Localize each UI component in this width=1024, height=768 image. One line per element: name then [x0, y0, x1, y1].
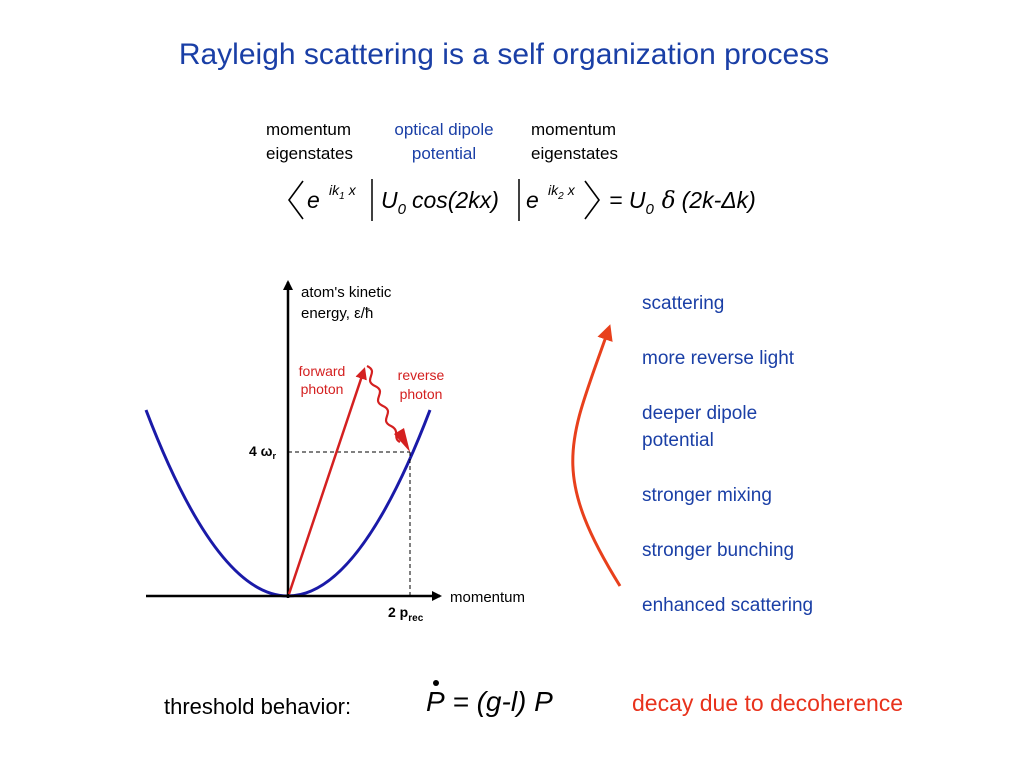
bra-label: momentum eigenstates	[266, 118, 353, 166]
operator-label-line1: optical dipole	[394, 120, 494, 139]
equation-rest: = (g-l) P	[444, 686, 553, 717]
decay-label: decay due to decoherence	[632, 690, 904, 716]
bra-exp-ik: ik	[329, 182, 340, 198]
operator-label: optical dipole potential	[380, 118, 508, 166]
momentum-tick-main: 2 p	[388, 604, 408, 620]
operator-u-sub: 0	[398, 201, 407, 218]
p-dot: P	[426, 680, 445, 717]
ket-label-line2: eigenstates	[531, 144, 618, 163]
operator-arg: 2	[454, 187, 468, 213]
slide-title: Rayleigh scattering is a self organizati…	[178, 38, 830, 71]
right-angle-bracket	[584, 180, 600, 220]
reverse-photon-label-line2: photon	[400, 386, 443, 402]
momentum-axis-label: momentum	[450, 589, 525, 606]
ket-label-line1: momentum	[531, 120, 617, 139]
rhs-sub: 0	[645, 201, 654, 218]
left-angle-bracket	[288, 180, 304, 220]
list-item-enhanced-scattering: enhanced scattering	[642, 595, 814, 616]
threshold-equation: P = (g-l) P	[426, 680, 553, 718]
list-spacer	[642, 372, 882, 400]
bra-label-line2: eigenstates	[266, 144, 353, 163]
list-spacer	[642, 564, 882, 592]
rhs-delta: δ	[662, 188, 676, 214]
energy-axis-label-line1: atom's kinetic	[301, 284, 392, 301]
operator-cos: cos(	[412, 187, 458, 213]
operator-label-line2: potential	[411, 144, 477, 163]
list-item-scattering: scattering	[642, 293, 725, 314]
bra-exp-sub: 1	[339, 191, 345, 202]
ket-exp-ik: ik	[548, 182, 559, 198]
operator-arg2: kx)	[468, 187, 499, 213]
reverse-photon-wave	[366, 365, 401, 443]
feedback-loop-arrow	[571, 324, 622, 587]
ket-exp-x: x	[567, 182, 576, 198]
energy-tick-label: 4 ωr	[249, 443, 277, 461]
momentum-tick-sub: rec	[408, 613, 423, 624]
threshold-label: threshold behavior:	[164, 694, 352, 719]
reverse-photon-label-line1: reverse	[398, 367, 445, 383]
energy-tick-sub: r	[273, 451, 277, 461]
bra-e: e	[307, 187, 320, 213]
forward-photon-label-line2: photon	[301, 381, 344, 397]
list-item-stronger-bunching: stronger bunching	[642, 540, 795, 561]
ket-e: e	[526, 187, 539, 213]
list-spacer	[642, 454, 882, 482]
operator-u-letter: U	[381, 187, 398, 213]
rhs-equals: = U	[609, 187, 646, 213]
momentum-tick-label: 2 prec	[388, 604, 424, 624]
ket-label: momentum eigenstates	[531, 118, 618, 166]
list-spacer	[642, 317, 882, 345]
list-spacer	[642, 509, 882, 537]
forward-photon-label-line1: forward	[299, 363, 346, 379]
list-item-deeper-dipole: deeper dipole	[642, 403, 758, 424]
reverse-photon-arrowhead	[394, 428, 410, 452]
list-item-potential: potential	[642, 430, 714, 451]
energy-axis-label-line2: energy, ε/ħ	[301, 305, 373, 322]
bra-exp-x: x	[348, 182, 357, 198]
rhs-rest: (2k-Δk)	[682, 187, 756, 213]
bra-label-line1: momentum	[266, 120, 352, 139]
list-item-more-reverse-light: more reverse light	[642, 348, 795, 369]
energy-tick-main: 4 ω	[249, 443, 273, 459]
list-item-stronger-mixing: stronger mixing	[642, 485, 772, 506]
forward-photon-arrow	[287, 367, 367, 595]
feedback-list: scattering more reverse light deeper dip…	[642, 290, 882, 619]
ket-exp-sub: 2	[557, 191, 564, 202]
operator-u: U0 cos(2kx)	[381, 187, 499, 218]
